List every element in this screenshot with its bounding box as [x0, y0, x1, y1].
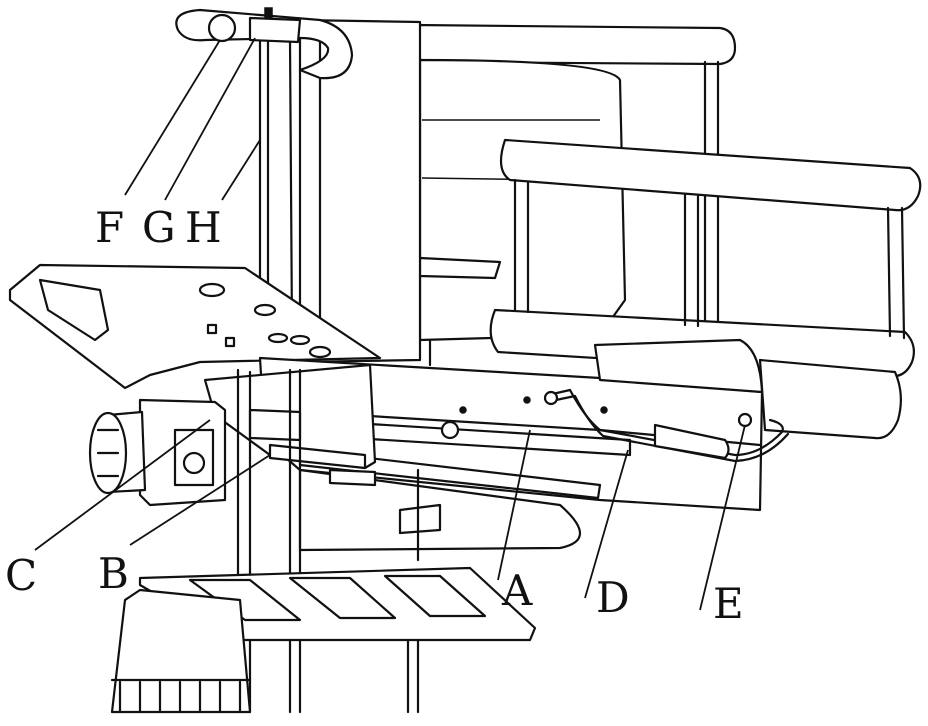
leader-b — [129, 454, 271, 546]
label-g: G — [142, 203, 176, 252]
label-f: F — [95, 203, 124, 252]
bolt-icon — [440, 420, 460, 440]
leader-c — [34, 419, 211, 551]
label-c: C — [5, 551, 37, 600]
leader-f — [124, 39, 221, 196]
motor — [110, 588, 252, 714]
leader-lines — [34, 37, 746, 611]
main-beam — [258, 338, 764, 552]
knob-icon — [207, 13, 237, 43]
label-a: A — [501, 566, 533, 615]
label-e: E — [713, 579, 744, 628]
frame-legs — [236, 368, 442, 714]
top-plate — [8, 263, 382, 390]
label-b: B — [98, 549, 129, 598]
leader-e — [699, 424, 746, 611]
top-loop-handle — [175, 7, 354, 80]
leader-g — [164, 37, 256, 201]
leader-d — [584, 449, 629, 599]
leader-a — [497, 429, 531, 581]
label-h: H — [185, 203, 222, 252]
leader-h — [221, 139, 261, 201]
label-d: D — [596, 573, 630, 622]
part-labels: F G H C B A D E — [5, 203, 744, 628]
switch-icon — [182, 451, 206, 475]
side-handle — [543, 388, 790, 463]
electrical-box — [88, 398, 227, 507]
